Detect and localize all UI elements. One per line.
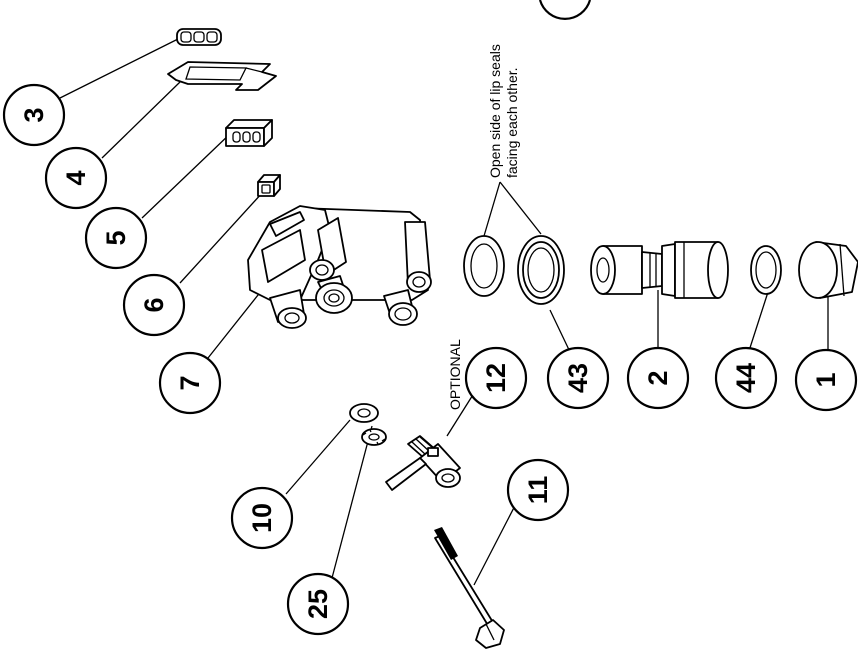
part-7-pump-body bbox=[247, 205, 432, 329]
svg-text:3: 3 bbox=[19, 107, 49, 122]
lip-seal-left bbox=[463, 235, 505, 297]
svg-text:1: 1 bbox=[811, 372, 841, 387]
leader-lip-seal-left bbox=[483, 181, 501, 237]
callout-10: 10 bbox=[230, 486, 294, 550]
svg-text:43: 43 bbox=[563, 363, 593, 393]
part-10-washer bbox=[349, 403, 379, 423]
leader-6 bbox=[179, 191, 264, 284]
part-1-end-cap bbox=[798, 241, 858, 299]
callout-44: 44 bbox=[714, 346, 778, 410]
part-4-gasket bbox=[167, 61, 277, 91]
leader-44 bbox=[747, 291, 769, 355]
svg-text:44: 44 bbox=[731, 363, 761, 393]
callout-1: 1 bbox=[794, 348, 858, 412]
leader-3 bbox=[59, 38, 179, 99]
leader-4 bbox=[101, 81, 181, 159]
part-11-bolt bbox=[434, 527, 505, 649]
optional-label: OPTIONAL bbox=[447, 339, 463, 410]
svg-text:2: 2 bbox=[643, 370, 673, 385]
svg-text:6: 6 bbox=[139, 297, 169, 312]
callout-7: 7 bbox=[158, 351, 222, 415]
svg-text:5: 5 bbox=[101, 230, 131, 245]
part-25-lock-washer bbox=[361, 428, 387, 446]
leader-25 bbox=[331, 425, 373, 579]
lip-seal-note-line-2: facing each other. bbox=[504, 67, 520, 178]
leader-11 bbox=[473, 493, 522, 586]
svg-text:25: 25 bbox=[303, 589, 333, 619]
callout-25: 25 bbox=[286, 572, 350, 636]
callout-3: 3 bbox=[2, 83, 66, 147]
callout-6: 6 bbox=[122, 273, 186, 337]
callout-43: 43 bbox=[546, 346, 610, 410]
svg-text:11: 11 bbox=[523, 476, 553, 505]
leader-lip-seal-right bbox=[499, 181, 542, 235]
callout-5: 5 bbox=[84, 206, 148, 270]
lip-seal-note-line-1: Open side of lip seals bbox=[487, 44, 503, 178]
part-44-o-ring bbox=[750, 245, 782, 295]
part-2-piston bbox=[590, 241, 729, 299]
leader-5 bbox=[141, 131, 233, 219]
part-3-insert bbox=[176, 28, 222, 46]
svg-text:10: 10 bbox=[247, 503, 277, 533]
svg-text:12: 12 bbox=[481, 363, 511, 393]
part-6-cube bbox=[257, 174, 281, 197]
svg-text:7: 7 bbox=[175, 375, 205, 390]
callout-2: 2 bbox=[626, 346, 690, 410]
svg-text:4: 4 bbox=[61, 170, 91, 185]
part-5-block bbox=[225, 119, 273, 147]
part-12-drain-valve bbox=[385, 435, 461, 491]
cropped-callout-edge bbox=[538, 0, 592, 20]
callout-11: 11 bbox=[506, 458, 570, 522]
leader-43 bbox=[549, 309, 572, 355]
part-43-lip-seal bbox=[517, 235, 565, 305]
callout-bubbles: 3 4 5 6 7 12 43 2 44 1 10 25 11 bbox=[2, 83, 858, 636]
leader-7 bbox=[207, 289, 263, 359]
callout-4: 4 bbox=[44, 146, 108, 210]
callout-12: 12 bbox=[464, 346, 528, 410]
leader-10 bbox=[285, 419, 351, 495]
